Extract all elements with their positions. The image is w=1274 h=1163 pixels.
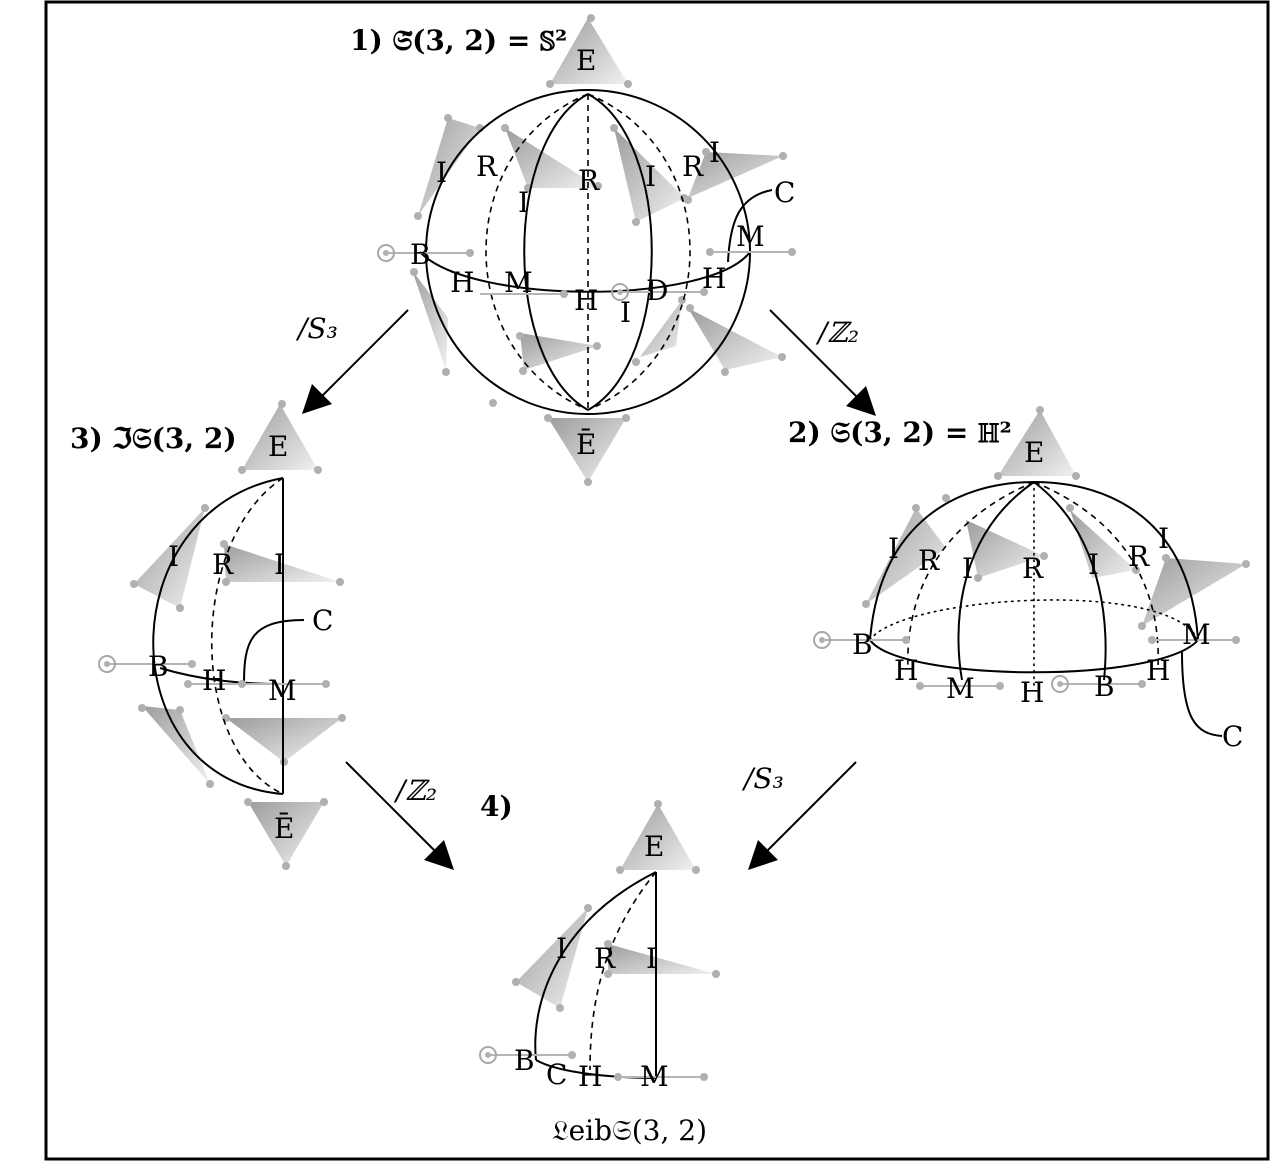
label-i: I xyxy=(168,540,179,573)
caption-panel-4: 4) xyxy=(480,790,513,823)
label-i: I xyxy=(1158,522,1169,555)
label-e: E xyxy=(268,430,288,463)
e-triangle-top xyxy=(550,18,628,84)
label-c: C xyxy=(546,1058,567,1091)
label-m: M xyxy=(1182,618,1211,651)
label-i: I xyxy=(1088,548,1099,581)
label-h: H xyxy=(702,262,726,295)
label-d: D xyxy=(646,274,668,307)
label-e-bar: Ē xyxy=(274,812,294,845)
label-e: E xyxy=(576,44,596,77)
label-c: C xyxy=(312,604,333,637)
label-h: H xyxy=(1146,654,1170,687)
label-i: I xyxy=(888,532,899,565)
label-c: C xyxy=(1222,720,1243,753)
label-m: M xyxy=(268,674,297,707)
label-e: E xyxy=(644,830,664,863)
label-h: H xyxy=(578,1060,602,1093)
label-h: H xyxy=(450,266,474,299)
caption-panel-2: 2) 𝔖(3, 2) = ℍ² xyxy=(788,416,1012,449)
label-r: R xyxy=(594,942,616,975)
label-r: R xyxy=(918,544,940,577)
panel-3-slice: E Ē I R I C B H M 3) ℑ𝔖(3, 2) xyxy=(70,400,346,870)
label-b: B xyxy=(148,650,169,683)
label-r: R xyxy=(1128,540,1150,573)
label-m: M xyxy=(736,220,765,253)
label-i: I xyxy=(962,552,973,585)
label-i: I xyxy=(274,548,285,581)
label-i: I xyxy=(646,942,657,975)
panel-2-hemisphere: E I R I R I R I M B H M H B H C 2) 𝔖(3, … xyxy=(788,406,1250,753)
label-i: I xyxy=(436,156,447,189)
label-r: R xyxy=(1022,552,1044,585)
label-m: M xyxy=(946,672,975,705)
arrow-label-z2-right: /ℤ₂ xyxy=(815,316,859,349)
label-m: M xyxy=(640,1060,669,1093)
label-b: B xyxy=(514,1044,535,1077)
label-b: B xyxy=(852,628,873,661)
frame-border xyxy=(44,0,1270,1161)
arrow-label-s3-right: /S₃ xyxy=(741,762,784,795)
label-i: I xyxy=(620,296,631,329)
label-h: H xyxy=(1020,676,1044,709)
arrow-label-s3-left: /S₃ xyxy=(295,312,338,345)
panel-4-domain: E I R I B C H M 4) 𝔏eib𝔖(3, 2) xyxy=(479,790,720,1147)
label-i: I xyxy=(709,136,720,169)
label-r: R xyxy=(476,150,498,183)
caption-panel-1: 1) 𝔖̃(3, 2) = 𝕊² xyxy=(350,24,567,57)
label-r: R xyxy=(578,164,600,197)
arrows: /S₃ /ℤ₂ /ℤ₂ /S₃ xyxy=(295,309,876,870)
panel-1-sphere: E Ē I R I R I R I C M B H M H I D H 1) 𝔖… xyxy=(350,14,796,486)
label-m: M xyxy=(504,266,533,299)
label-i: I xyxy=(645,160,656,193)
label-h: H xyxy=(202,664,226,697)
caption-panel-3: 3) ℑ𝔖(3, 2) xyxy=(70,422,237,455)
label-r: R xyxy=(682,150,704,183)
label-r: R xyxy=(212,548,234,581)
label-h: H xyxy=(894,654,918,687)
arrow-label-z2-left: /ℤ₂ xyxy=(393,774,437,807)
label-c: C xyxy=(774,176,795,209)
label-b: B xyxy=(410,238,431,271)
label-i: I xyxy=(556,932,567,965)
sphere-equator xyxy=(419,251,751,293)
label-h: H xyxy=(574,284,598,317)
label-e: E xyxy=(1024,436,1044,469)
label-e-bar: Ē xyxy=(576,428,596,461)
label-i: I xyxy=(518,186,529,219)
label-b: B xyxy=(1094,670,1115,703)
caption-panel-4-bottom: 𝔏eib𝔖(3, 2) xyxy=(552,1114,707,1147)
